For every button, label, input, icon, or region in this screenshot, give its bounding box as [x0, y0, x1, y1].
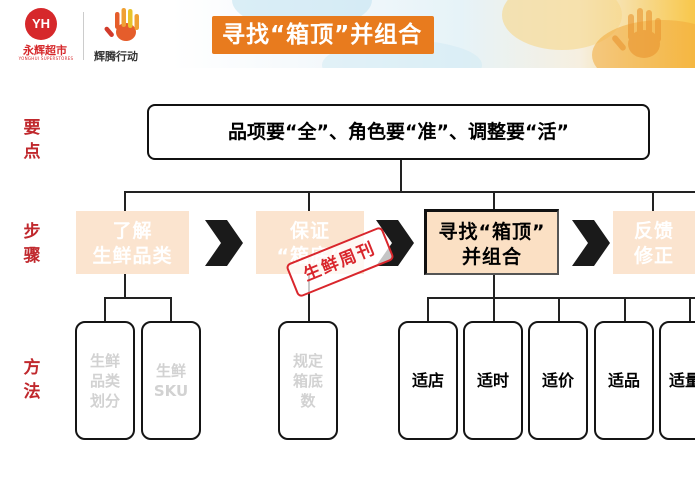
hand-print-icon [104, 8, 139, 41]
step-4-line2: 修正 [633, 245, 674, 267]
huiteng-name: 辉腾行动 [94, 50, 138, 63]
step-feedback-correct: 反馈 修正 [613, 211, 695, 274]
step-find-box-top: 寻找“箱顶” 并组合 [424, 209, 559, 275]
method-fit-price: 适价 [528, 321, 588, 440]
logo-divider [83, 12, 84, 60]
yonghui-mark: YH [25, 8, 57, 40]
method-label: 适量 [669, 370, 695, 390]
method-fit-product: 适品 [594, 321, 654, 440]
connector-line [427, 297, 695, 299]
yonghui-name: 永辉超市 [23, 44, 67, 57]
connector-line [104, 297, 172, 299]
method-label: 规定箱底数 [292, 351, 323, 410]
header-banner [172, 0, 695, 68]
yonghui-subtitle: YONGHUI SUPERSTORES [18, 56, 74, 61]
step-3-line2: 并组合 [461, 246, 522, 268]
connector-line [170, 297, 172, 321]
connector-line [124, 191, 695, 193]
connector-line [652, 191, 654, 211]
connector-line [308, 191, 310, 211]
method-category-division: 生鲜品类划分 [75, 321, 135, 440]
huiteng-logo: 辉腾行动 [90, 6, 170, 66]
step-3-line1: 寻找“箱顶” [438, 221, 546, 243]
method-set-bottom-count: 规定箱底数 [278, 321, 338, 440]
connector-line [124, 274, 126, 298]
method-label: 生鲜品类划分 [89, 351, 120, 410]
method-label: 生鲜SKU [153, 361, 189, 400]
row-label-points-text: 要点 [23, 118, 41, 162]
hand-print-icon [612, 8, 661, 58]
chevron-arrow-icon [572, 220, 610, 266]
connector-line [400, 160, 402, 193]
step-4-line1: 反馈 [633, 220, 674, 242]
connector-line [493, 191, 495, 211]
principle-box: 品项要“全”、角色要“准”、调整要“活” [147, 104, 650, 160]
row-label-methods-text: 方法 [23, 358, 41, 402]
method-fit-quantity: 适量 [659, 321, 695, 440]
connector-line [493, 274, 495, 298]
connector-line [104, 297, 106, 321]
connector-line [558, 297, 560, 321]
connector-line [124, 191, 126, 211]
connector-line [624, 297, 626, 321]
row-label-steps: 步骤 [20, 220, 44, 268]
connector-line [427, 297, 429, 321]
row-label-methods: 方法 [20, 356, 44, 404]
connector-line [689, 297, 691, 321]
yonghui-logo: YH 永辉超市 YONGHUI SUPERSTORES [15, 8, 73, 62]
row-label-points: 要点 [20, 116, 44, 164]
connector-line [493, 297, 495, 321]
method-fit-store: 适店 [398, 321, 458, 440]
method-fresh-sku: 生鲜SKU [141, 321, 201, 440]
chevron-arrow-icon [205, 220, 243, 266]
step-understand-categories: 了解 生鲜品类 [76, 211, 189, 274]
method-label: 适店 [411, 370, 444, 390]
step-1-line1: 了解 [112, 220, 153, 242]
method-fit-time: 适时 [463, 321, 523, 440]
step-1-line2: 生鲜品类 [92, 245, 173, 267]
row-label-steps-text: 步骤 [23, 222, 41, 266]
method-label: 适时 [476, 370, 509, 390]
step-2-line1: 保证 [289, 220, 330, 242]
method-label: 适品 [607, 370, 640, 390]
header: 寻找“箱顶”并组合 YH 永辉超市 YONGHUI SUPERSTORES 辉腾… [0, 0, 695, 68]
method-label: 适价 [541, 370, 574, 390]
banner-title: 寻找“箱顶”并组合 [212, 16, 435, 54]
connector-line [308, 274, 310, 321]
